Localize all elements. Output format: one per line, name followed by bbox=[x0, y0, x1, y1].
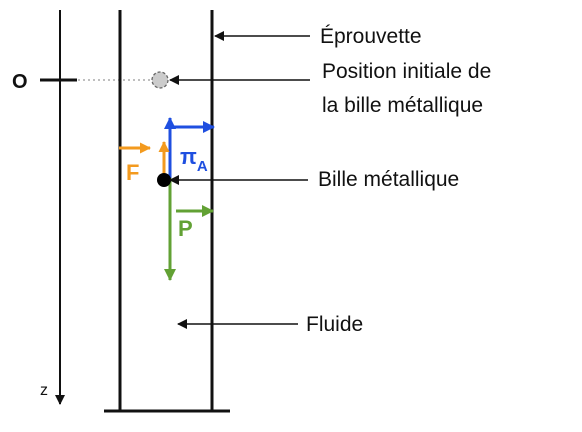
tube-label: Éprouvette bbox=[320, 25, 422, 48]
metal-ball bbox=[157, 173, 171, 187]
friction-symbol: F bbox=[126, 160, 139, 185]
z-axis-label: z bbox=[40, 382, 48, 399]
buoyancy-symbol-main: π bbox=[180, 144, 197, 169]
weight-symbol: P bbox=[178, 216, 193, 241]
fluid-label: Fluide bbox=[306, 313, 363, 336]
origin-label: O bbox=[12, 71, 28, 93]
ball-label: Bille métallique bbox=[318, 168, 459, 191]
buoyancy-symbol-subscript: A bbox=[197, 158, 208, 175]
initial-position-label-line2: la bille métallique bbox=[322, 94, 483, 117]
initial-ball-position bbox=[151, 71, 169, 89]
buoyancy-symbol: πA bbox=[180, 144, 208, 175]
initial-position-label-line1: Position initiale de bbox=[322, 60, 491, 83]
